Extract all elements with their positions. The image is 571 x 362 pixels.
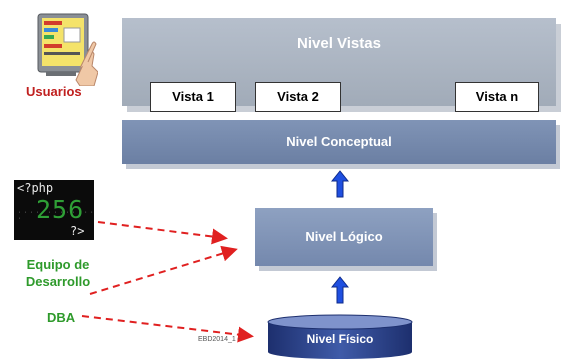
dashed-arrow-dba-to-fisico bbox=[81, 315, 254, 343]
up-arrow-icon bbox=[331, 170, 349, 198]
nivel-logico-block: Nivel Lógico bbox=[255, 208, 433, 266]
dashed-arrow-php-to-logico bbox=[97, 221, 228, 245]
usuarios-label: Usuarios bbox=[26, 84, 82, 99]
touchscreen-monitor-icon bbox=[37, 13, 98, 86]
dba-label: DBA bbox=[47, 310, 76, 325]
up-arrow-icon bbox=[331, 276, 349, 304]
nivel-fisico-label: Nivel Físico bbox=[306, 332, 374, 346]
php-number: 256 bbox=[36, 195, 85, 224]
vista-2-box: Vista 2 bbox=[255, 82, 341, 112]
equipo-line1: Equipo de bbox=[26, 257, 90, 272]
php-code-screen-icon: <?php · · · · · · · · · · · · · · 256 ?> bbox=[14, 180, 94, 240]
vista-n-box: Vista n bbox=[455, 82, 539, 112]
dashed-arrow-equipo-to-logico bbox=[89, 245, 238, 295]
php-noise: · · · · · · · · · · · · · · bbox=[18, 210, 94, 222]
php-close-tag: ?> bbox=[70, 224, 85, 238]
equipo-line2: Desarrollo bbox=[25, 274, 91, 289]
nivel-vistas-title: Nivel Vistas bbox=[297, 35, 381, 52]
footer-label: EBD2014_1 - bbox=[198, 336, 241, 343]
php-open-tag: <?php bbox=[17, 181, 54, 195]
equipo-desarrollo-label: Equipo de Desarrollo bbox=[18, 256, 98, 290]
nivel-vistas-block: Nivel Vistas Vista 1 Vista 2 ... Vista n bbox=[122, 18, 556, 112]
nivel-conceptual-block: Nivel Conceptual bbox=[122, 120, 556, 164]
vista-1-box: Vista 1 bbox=[150, 82, 236, 112]
database-cylinder-icon bbox=[267, 314, 413, 359]
